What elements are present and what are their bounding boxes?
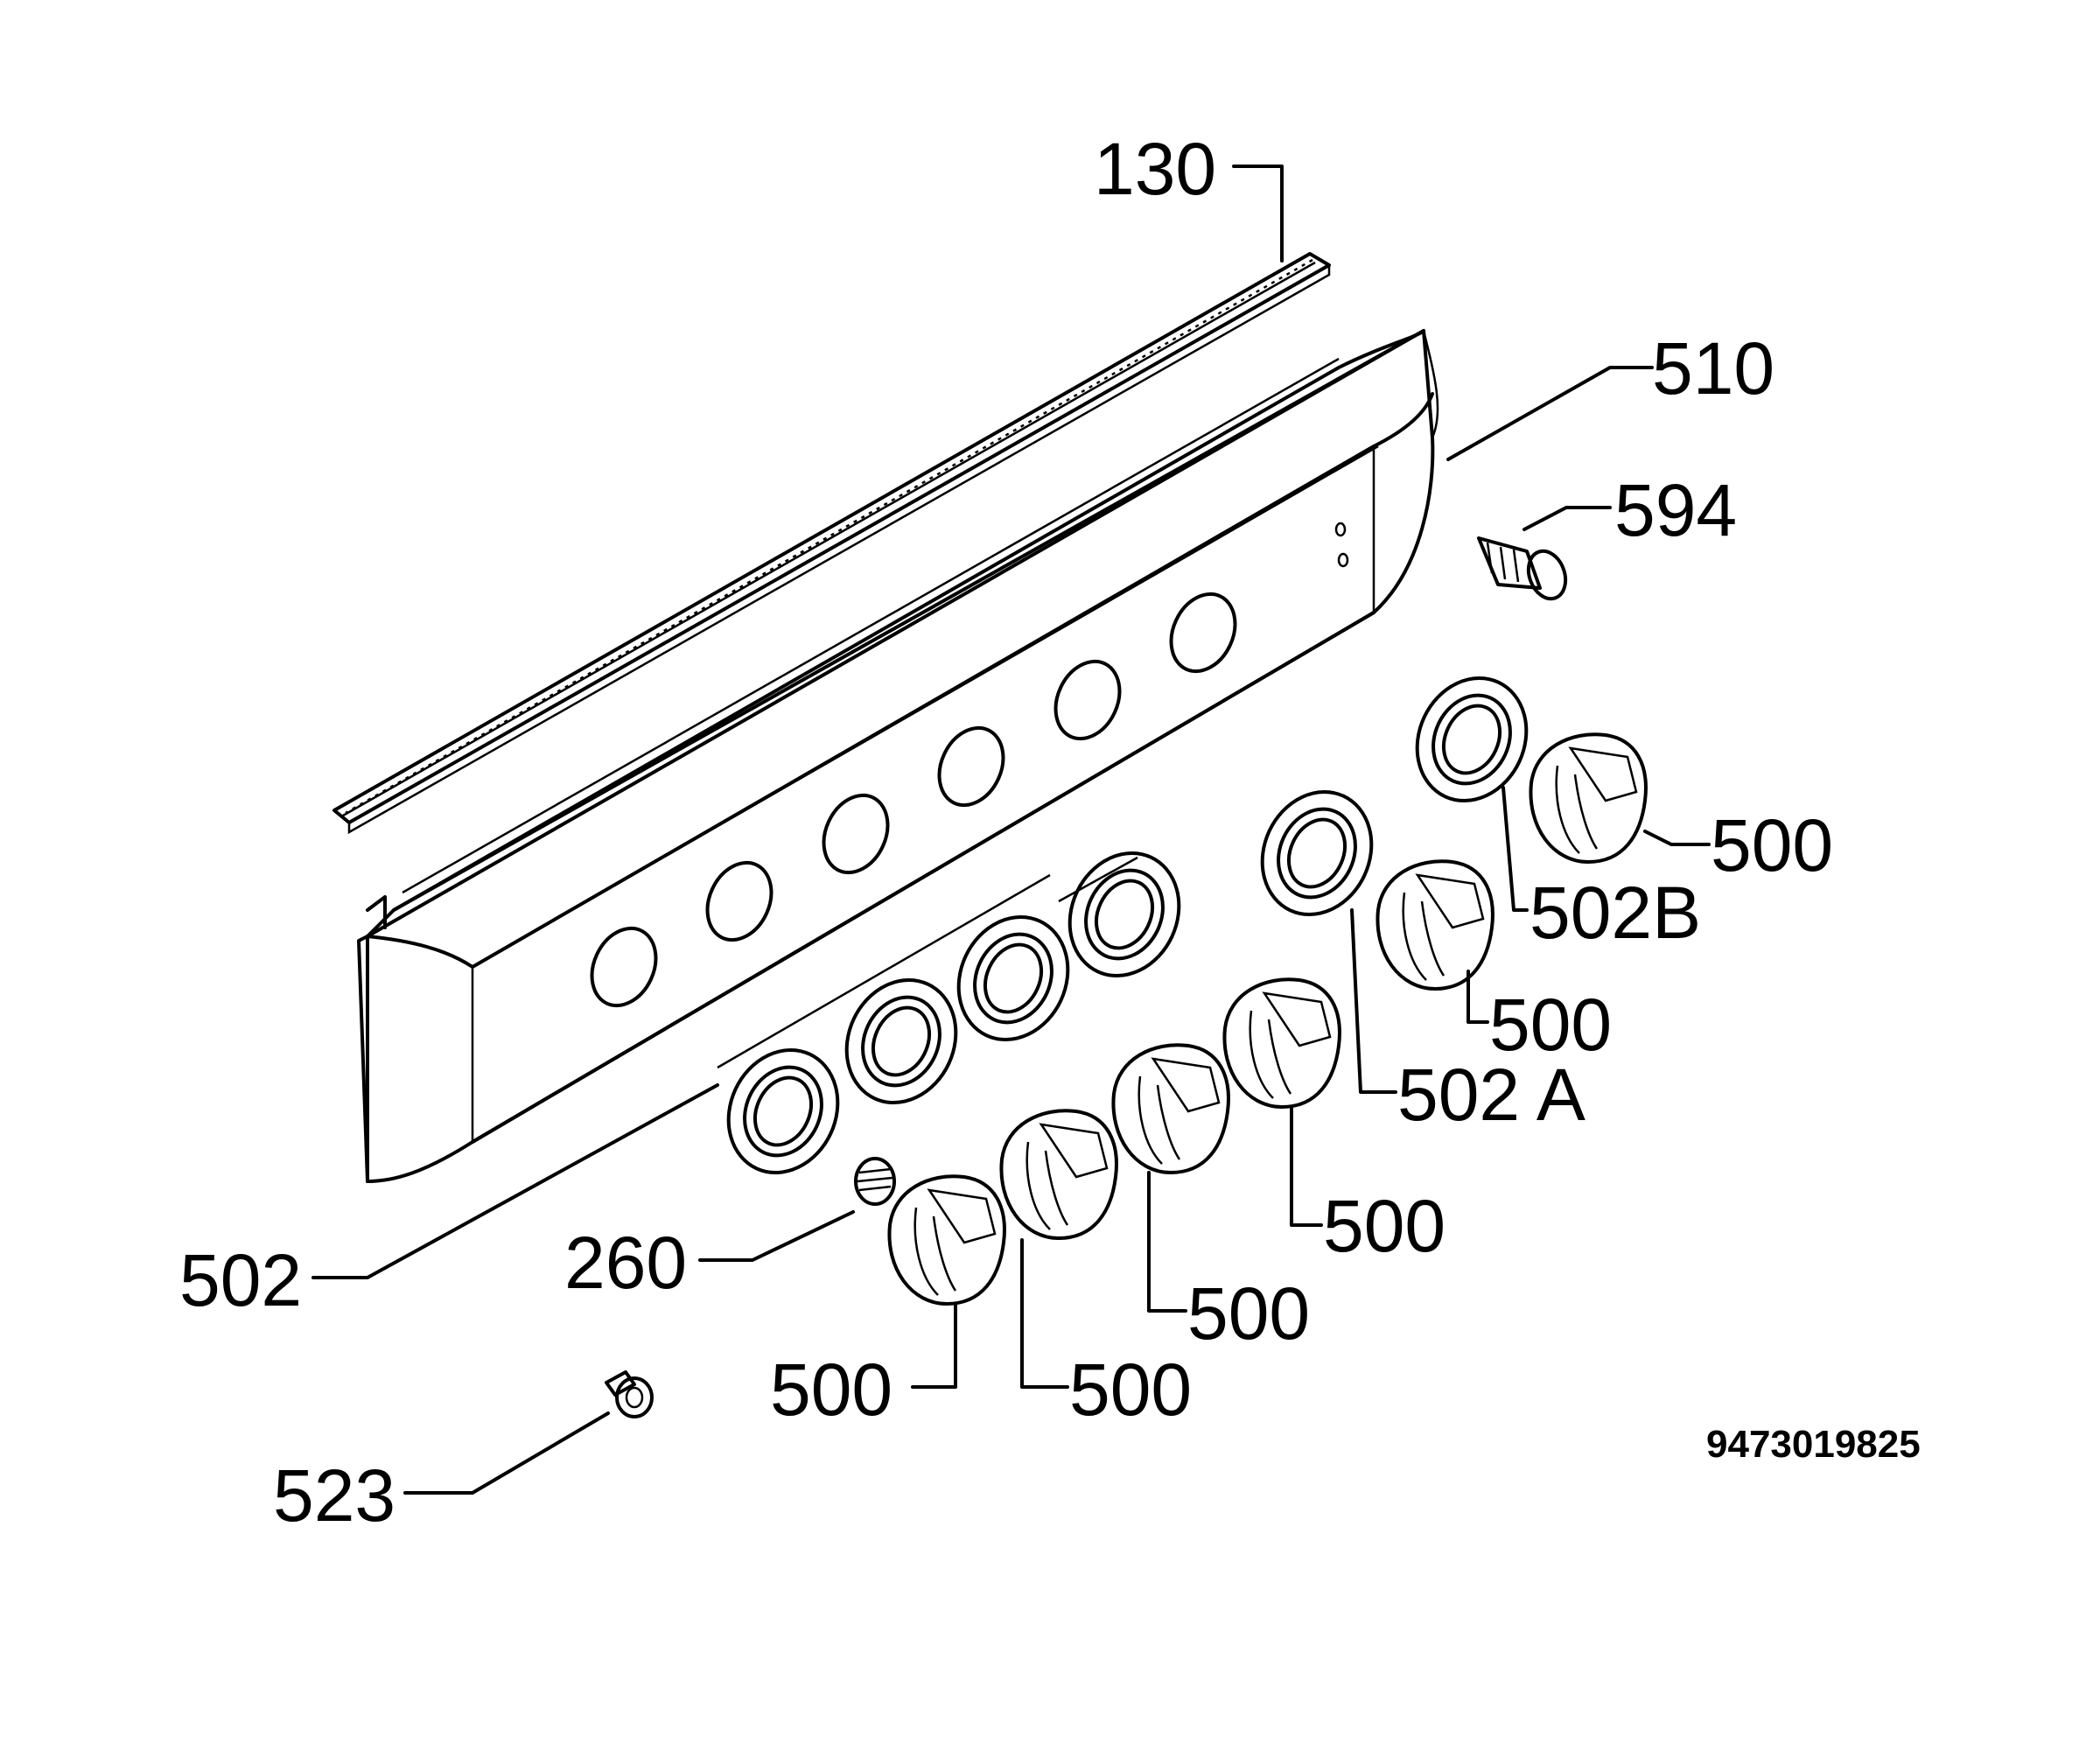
leader-lines [312, 165, 1711, 1495]
document-number: 9473019825 [1706, 1423, 1921, 1466]
callout-500-a: 500 [1323, 1185, 1446, 1267]
callout-500-3: 500 [1069, 1348, 1192, 1431]
bezel-a-part [1260, 789, 1374, 917]
callout-500-b: 500 [1489, 984, 1612, 1066]
callout-labels: 130 510 594 500 502B 500 502 A 500 502 2… [179, 128, 1921, 1537]
indicator-lamp-part [1477, 536, 1568, 601]
callout-130: 130 [1094, 128, 1216, 210]
callout-502: 502 [179, 1239, 302, 1321]
callout-523: 523 [273, 1454, 396, 1537]
callout-502a: 502 A [1397, 1054, 1586, 1136]
screw-part [605, 1370, 654, 1418]
bezel-b-part [1415, 676, 1529, 803]
callout-594: 594 [1614, 469, 1737, 551]
callout-500-4: 500 [1187, 1272, 1310, 1355]
callout-260: 260 [564, 1222, 687, 1304]
callout-500-upper: 500 [1711, 804, 1833, 886]
callout-500-1: 500 [770, 1348, 892, 1431]
callout-510: 510 [1652, 327, 1774, 410]
callout-502b: 502B [1530, 872, 1701, 954]
spring-part [854, 1157, 896, 1206]
bezel-rings-part [717, 851, 1181, 1175]
gasket-strip-part [332, 252, 1331, 835]
control-panel-part [357, 329, 1439, 1183]
control-knobs-part [887, 732, 1648, 1306]
